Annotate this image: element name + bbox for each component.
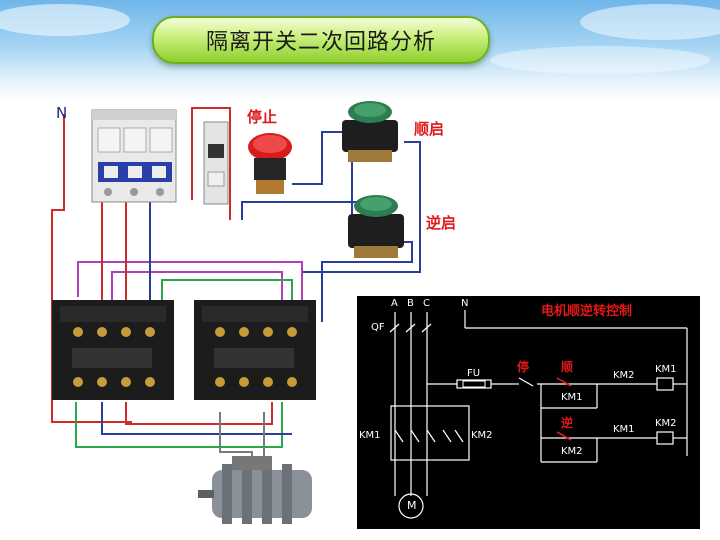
schematic-heading: 电机顺逆转控制 — [541, 304, 633, 319]
km1-hold-label: KM1 — [561, 392, 583, 403]
km2-coil-label: KM2 — [655, 418, 677, 429]
page-title: 隔离开关二次回路分析 — [205, 30, 436, 55]
forward-symbol-label: 顺 — [561, 360, 574, 374]
km2-hold-label: KM2 — [561, 446, 583, 457]
wire-red-1 — [191, 107, 231, 220]
three-pole-breaker — [91, 109, 177, 203]
motor-label: M — [407, 499, 417, 512]
km2-interlock-label: KM2 — [613, 370, 635, 381]
phase-a-label: A — [391, 298, 398, 309]
wire-blue-1 — [292, 131, 352, 185]
reverse-symbol-label: 逆 — [561, 416, 574, 430]
neutral-label-schematic: N — [461, 298, 469, 309]
forward-button-device — [342, 101, 398, 162]
km1-interlock-label: KM1 — [613, 424, 635, 435]
qf-label: QF — [371, 322, 385, 333]
phase-b-label: B — [407, 298, 414, 309]
wire-green-2 — [75, 402, 283, 448]
motor-device — [198, 456, 312, 524]
wire-red-5 — [125, 402, 273, 425]
wire-red-2 — [241, 201, 382, 220]
km1-coil-label: KM1 — [655, 364, 677, 375]
km2-main-label: KM2 — [471, 430, 493, 441]
contactor-km1 — [52, 300, 174, 400]
neutral-label: N — [56, 104, 68, 122]
stop-label: 停止 — [247, 108, 278, 126]
schematic-drawing — [389, 310, 688, 519]
wire-purple-2 — [111, 271, 283, 302]
km1-main-label: KM1 — [359, 430, 381, 441]
stop-button-device — [248, 133, 292, 194]
title-banner: 隔离开关二次回路分析 — [152, 16, 490, 64]
reverse-button-device — [348, 195, 404, 258]
fu-label: FU — [467, 368, 481, 379]
wire-purple-1 — [77, 261, 303, 300]
phase-c-label: C — [423, 298, 430, 309]
wire-blue-6 — [101, 402, 292, 435]
contactor-km2 — [194, 300, 316, 400]
sky-background — [0, 4, 720, 74]
stop-symbol-label: 停 — [517, 360, 530, 374]
wiring-photo — [51, 101, 421, 524]
forward-label: 顺启 — [414, 120, 445, 138]
schematic-panel: 电机顺逆转控制 A B C N QF FU 停 顺 逆 KM1 KM2 KM1 … — [357, 296, 700, 529]
wire-green-1 — [161, 279, 293, 302]
wire-blue-4 — [321, 241, 413, 322]
single-pole-breaker — [203, 121, 229, 205]
reverse-label: 逆启 — [426, 214, 457, 232]
wire-neutral — [51, 114, 132, 423]
